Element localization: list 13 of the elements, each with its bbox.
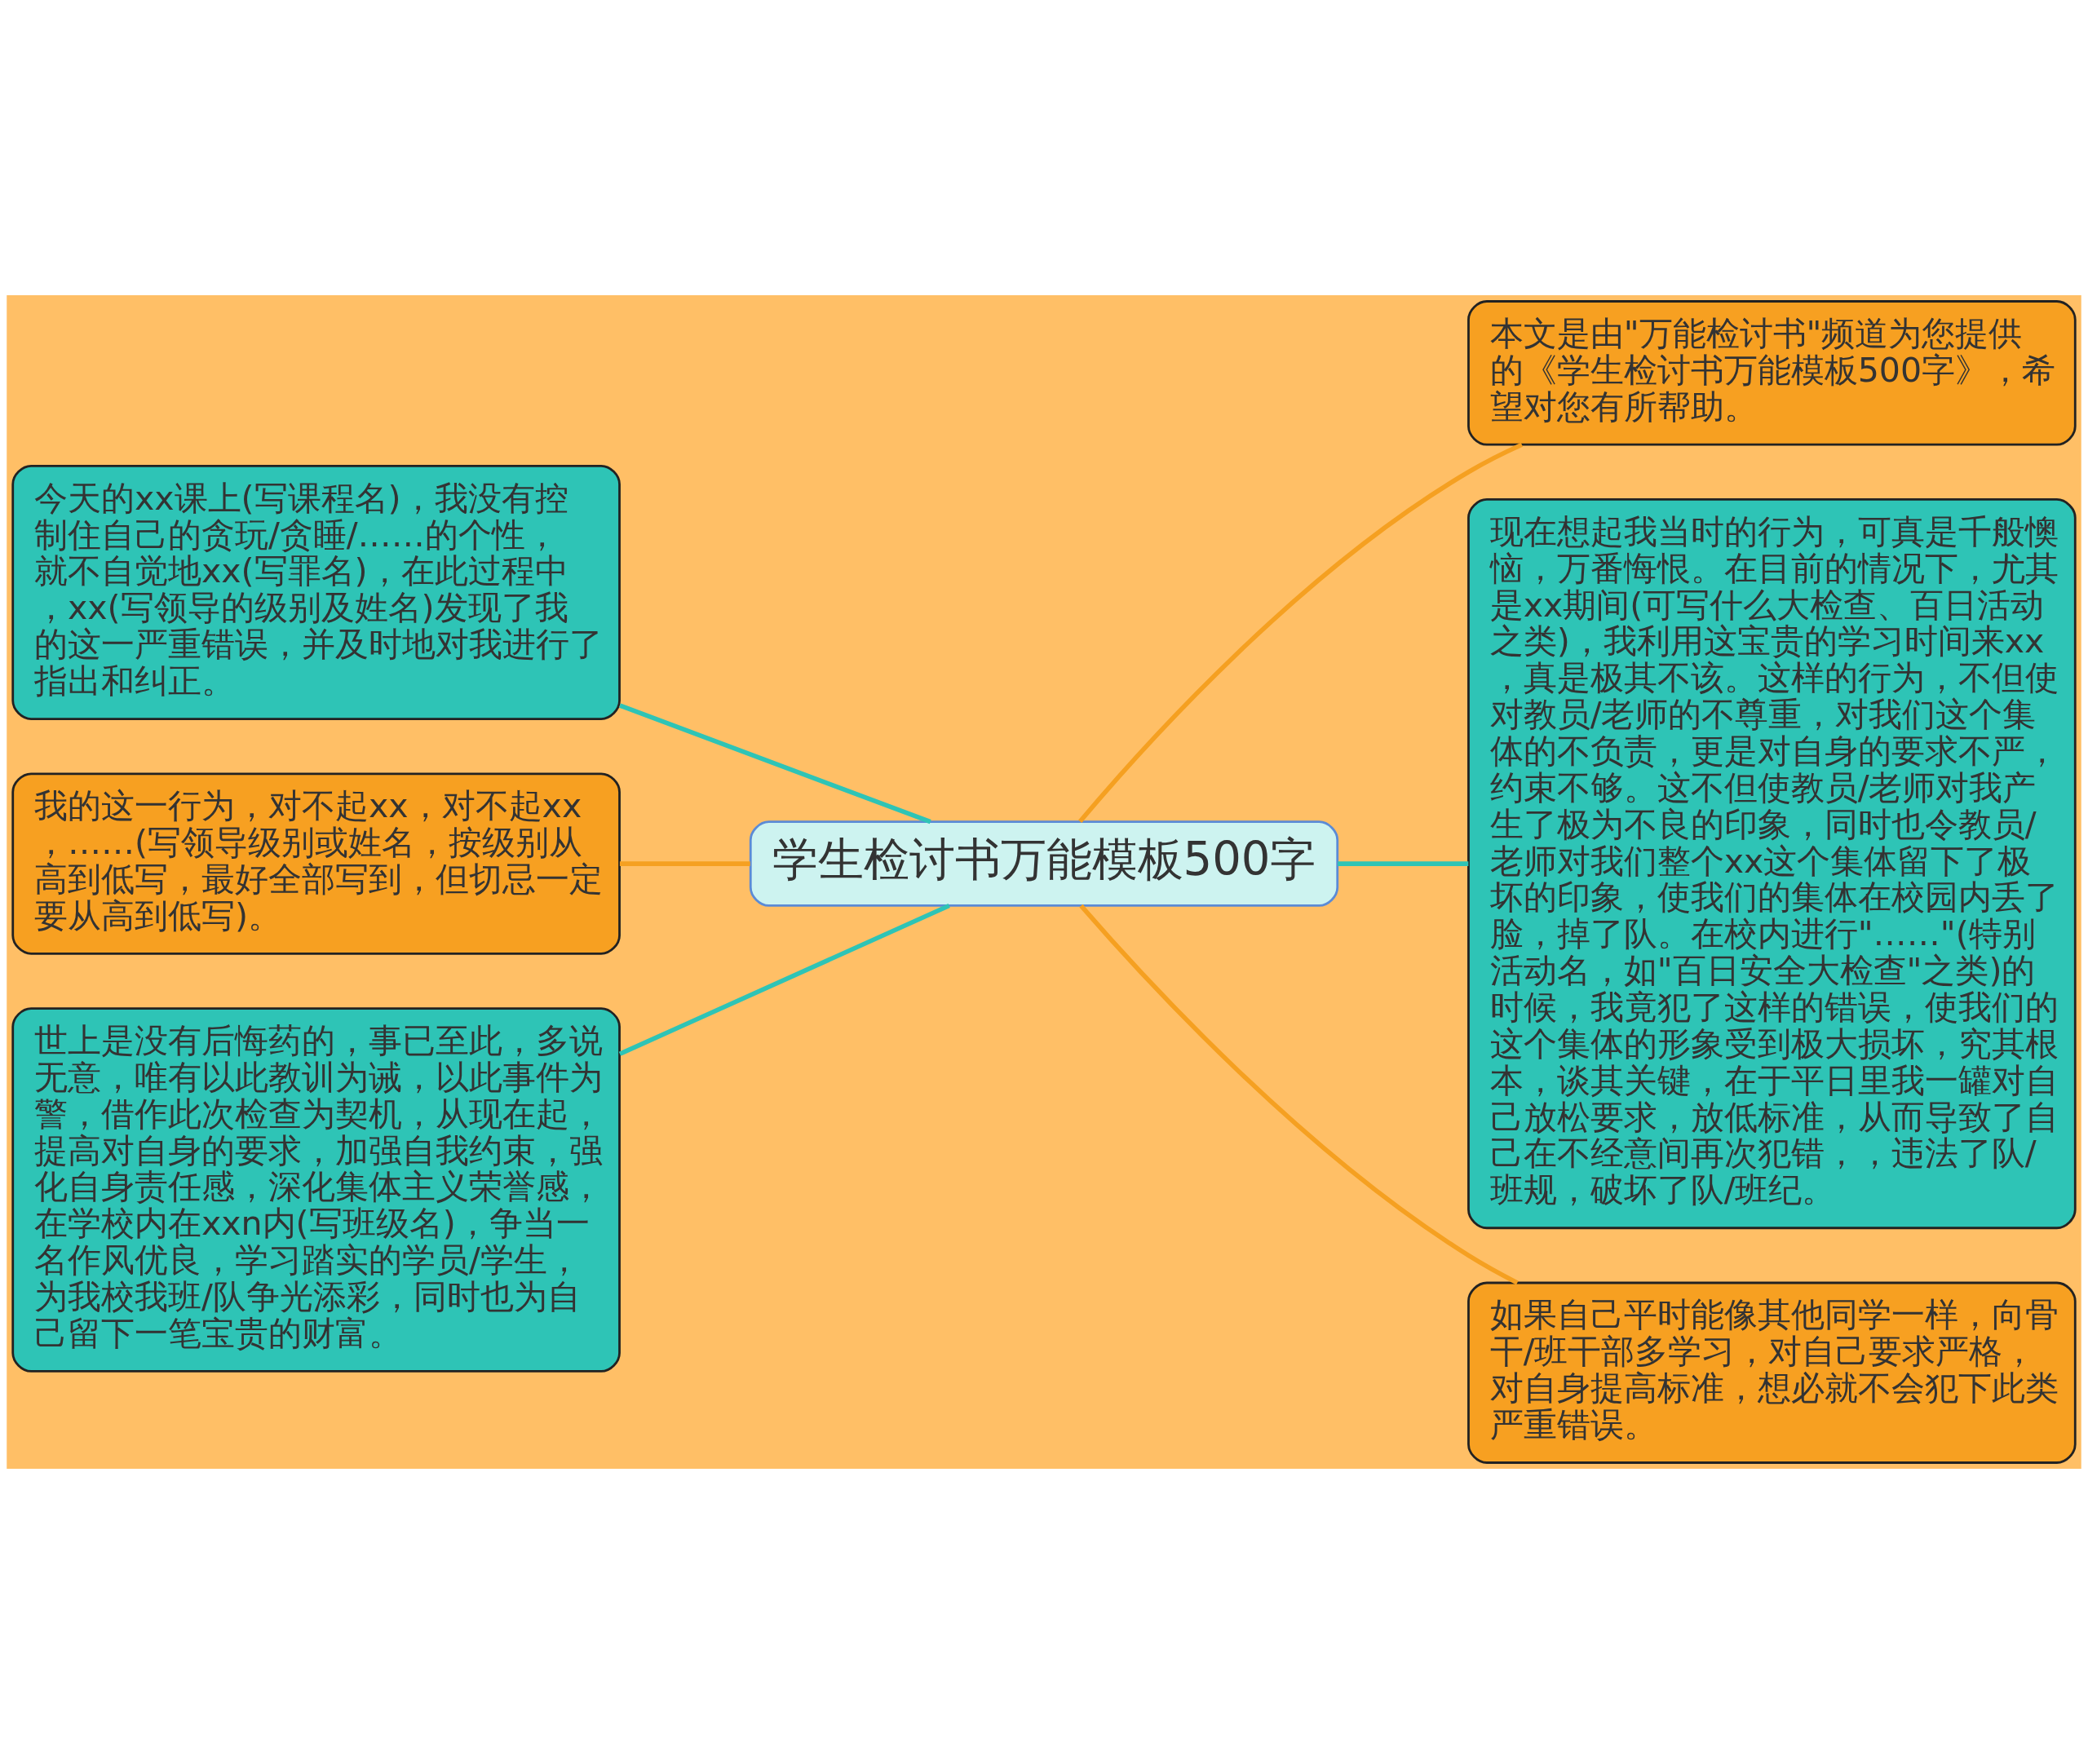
- node-box: 学生检讨书万能模板500字: [749, 820, 1339, 907]
- node-box: 今天的xx课上(写课程名)，我没有控制住自己的贪玩/贪睡/……的个性，就不自觉地xx(写罪名)，在此过程中，xx(写领导的级别及姓名)发现了我的这一严重错误，并及时地对我进行了指出和纠正。: [11, 464, 621, 720]
- connector: [1338, 861, 1469, 866]
- node-box: 我的这一行为，对不起xx，对不起xx，……(写领导级别或姓名，按级别从高到低写，最好全部写到，但切忌一定要从高到低写)。: [11, 772, 621, 955]
- connector: [1079, 904, 1519, 1285]
- node-box: 如果自己平时能像其他同学一样，向骨干/班干部多学习，对自己要求严格，对自身提高标准，想必就不会犯下此类严重错误。: [1467, 1281, 2077, 1464]
- connector: [618, 904, 950, 1056]
- connector: [618, 703, 931, 825]
- node-box: 世上是没有后悔药的，事已至此，多说无意，唯有以此教训为诫，以此事件为警，借作此次检查为契机，从现在起，提高对自身的要求，加强自我约束，强化自身责任感，深化集体主义荣誉感，在学校内在xxn内(写班级名)，争当一名作风优良，学习踏实的学员/学生，为我校我班/队争光添彩，同时也为自己留下一笔宝贵的财富。: [11, 1007, 621, 1373]
- node-box: 现在想起我当时的行为，可真是千般懊恼，万番悔恨。在目前的情况下，尤其是xx期间(可写什么大检查、百日活动之类)，我利用这宝贵的学习时间来xx，真是极其不该。这样的行为，不但使对教员/老师的不尊重，对我们这个集体的不负责，更是对自身的要求不严，约束不够。这不但使教员/老师对我产生了极为不良的印象，同时也令教员/老师对我们整个xx这个集体留下了极坏的印象，使我们的集体在校园内丢了脸，掉了队。在校内进行"……"(特别活动名，如"百日安全大检查"之类)的时候，我竟犯了这样的错误，使我们的这个集体的形象受到极大损坏，究其根本，谈其关键，在于平日里我一罐对自己放松要求，放低标准，从而导致了自己在不经意间再次犯错，，违法了队/班规，破坏了队/班纪。: [1467, 498, 2077, 1230]
- connector: [1078, 442, 1524, 824]
- connector: [619, 861, 750, 866]
- node-box: 本文是由"万能检讨书"频道为您提供的《学生检讨书万能模板500字》，希望对您有所帮助。: [1467, 300, 2077, 446]
